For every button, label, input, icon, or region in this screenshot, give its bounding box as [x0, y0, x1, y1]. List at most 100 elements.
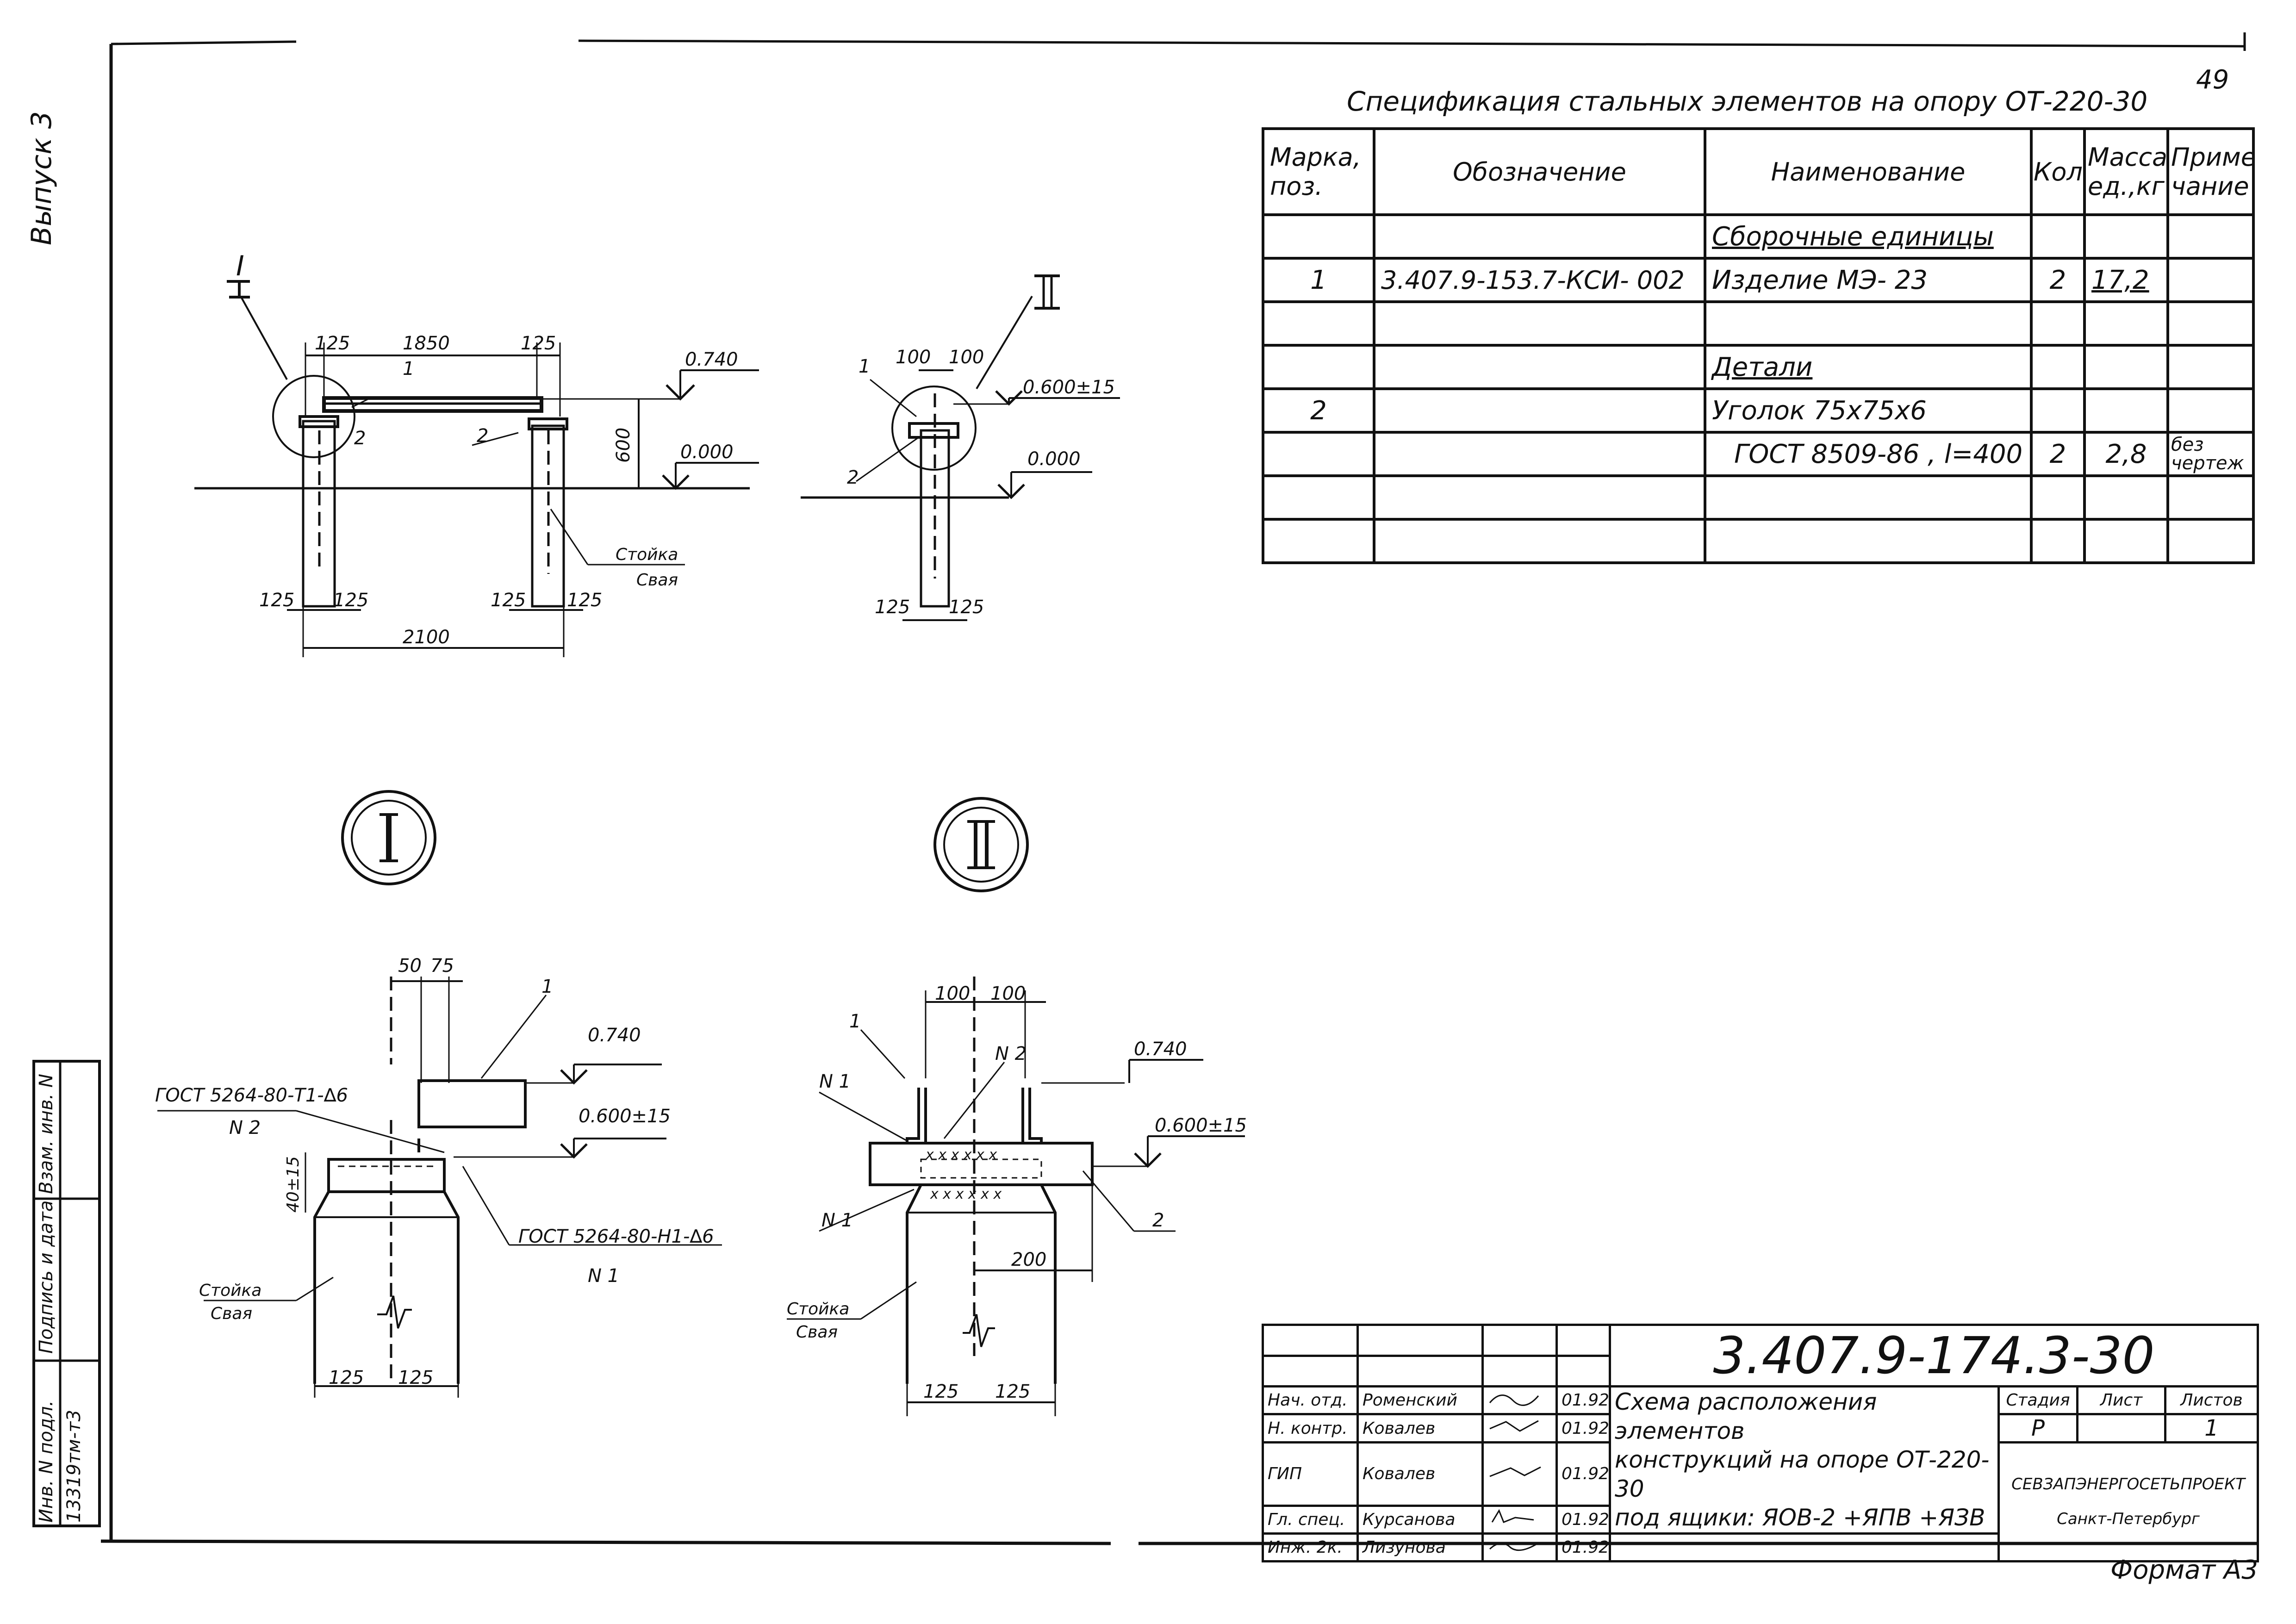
tb-row: 3.407.9-174.3-30 — [1262, 1324, 2259, 1388]
signature — [1481, 1385, 1558, 1415]
tb-row: Нач. отд. Роменский 01.92 Схема располож… — [1262, 1385, 2259, 1535]
spec-cell-name — [1704, 474, 2033, 521]
detail-1-gap: 40±15 — [284, 1156, 303, 1213]
spec-cell-qty — [2030, 300, 2086, 347]
spec-cell-qty — [2030, 518, 2086, 564]
detail-2-dim-125a: 125 — [923, 1381, 958, 1402]
spec-title: Спецификация стальных элементов на опору… — [1347, 86, 2148, 117]
spec-cell-pos: 2 — [1262, 387, 1375, 434]
title-block: 3.407.9-174.3-30 Нач. отд. Роменский 01.… — [1262, 1324, 2259, 1562]
view-1-post-label: Стойка — [616, 545, 678, 564]
tb-row: Н. контр. Ковалев 01.92 Р 1 — [1262, 1413, 2259, 1444]
doc-code: 3.407.9-174.3-30 — [1609, 1324, 2259, 1388]
view-1-label: I — [236, 250, 244, 282]
spec-cell-code — [1373, 300, 1706, 347]
detail-1-drawing — [157, 977, 722, 1398]
table-row: 1 3.407.9-153.7-КСИ- 002 Изделие МЭ- 23 … — [1262, 257, 2255, 303]
spec-cell-note — [2166, 213, 2255, 260]
spec-cell-note — [2166, 474, 2255, 521]
spec-cell-code — [1373, 518, 1706, 564]
table-row: Детали — [1262, 344, 2255, 390]
table-row: Сборочные единицы — [1262, 213, 2255, 260]
view-2-dim-100b: 100 — [949, 347, 984, 368]
table-row — [1262, 518, 2255, 564]
tb-title: Схема расположения элементов конструкций… — [1609, 1385, 2000, 1535]
view-1-dim-br-2: 125 — [567, 590, 602, 611]
detail-2-dim-100a: 100 — [935, 983, 970, 1004]
view-1-pos-2b: 2 — [477, 425, 488, 447]
view-1-height: 600 — [613, 428, 634, 463]
weld-marks-bottom: x x x x x x — [930, 1186, 1002, 1202]
spec-cell-qty — [2030, 474, 2086, 521]
tb-role: ГИП — [1262, 1441, 1359, 1507]
spec-header-note: Приме чание — [2166, 127, 2255, 216]
detail-2-elev-1: 0.740 — [1134, 1039, 1187, 1060]
tb-date: 01.92 — [1556, 1441, 1611, 1507]
view-1-pile-label: Свая — [636, 571, 678, 590]
tb-org: СЕВЗАПЭНЕРГОСЕТЬПРОЕКТ — [2011, 1475, 2245, 1493]
spec-cell-code: 3.407.9-153.7-КСИ- 002 — [1373, 257, 1706, 303]
tb-title-line-1: Схема расположения элементов — [1615, 1388, 1877, 1444]
detail-2-n1-top: N 1 — [819, 1071, 851, 1092]
detail-1-dim-125a: 125 — [329, 1367, 364, 1388]
spec-cell-mass — [2083, 518, 2169, 564]
tb-stage: Р — [1997, 1413, 2078, 1444]
spec-header-name: Наименование — [1704, 127, 2033, 216]
detail-2-post-label: Стойка — [787, 1300, 849, 1319]
spec-cell-note — [2166, 344, 2255, 390]
spec-header-pos: Марка, поз. — [1262, 127, 1375, 216]
signature — [1481, 1504, 1558, 1535]
detail-2-dim-200: 200 — [1011, 1249, 1046, 1270]
spec-cell-name — [1704, 300, 2033, 347]
spec-cell-name: ГОСТ 8509-86 , l=400 — [1704, 431, 2033, 477]
view-2-dim-125a: 125 — [875, 597, 910, 618]
detail-1-pile-label: Свая — [211, 1304, 252, 1323]
spec-cell-pos — [1262, 518, 1375, 564]
spec-header-row: Марка, поз. Обозначение Наименование Кол… — [1262, 127, 2255, 216]
signature — [1481, 1413, 1558, 1444]
table-row: ГОСТ 8509-86 , l=400 2 2,8 без чертеж — [1262, 431, 2255, 477]
tb-date: 01.92 — [1556, 1504, 1611, 1535]
view-1-dim-bl-1: 125 — [259, 590, 294, 611]
view-2-elev-top: 0.600±15 — [1023, 377, 1115, 398]
table-row — [1262, 474, 2255, 521]
spec-cell-mass: 17,2 — [2083, 257, 2169, 303]
view-1-elevation — [194, 280, 759, 657]
tb-role: Гл. спец. — [1262, 1504, 1359, 1535]
tb-person: Ковалев — [1356, 1441, 1484, 1507]
detail-2-elev-2: 0.600±15 — [1155, 1115, 1247, 1136]
view-1-dim-125b: 125 — [521, 333, 556, 354]
spec-cell-name: Сборочные единицы — [1704, 213, 2033, 260]
spec-cell-mass — [2083, 474, 2169, 521]
spec-cell-qty: 2 — [2030, 431, 2086, 477]
spec-cell-name: Уголок 75x75x6 — [1704, 387, 2033, 434]
tb-person: Лизунова — [1356, 1532, 1484, 1562]
view-1-dim-bl-2: 125 — [333, 590, 368, 611]
detail-1-elev-1: 0.740 — [588, 1025, 641, 1046]
spec-cell-code — [1373, 213, 1706, 260]
spec-cell-pos — [1262, 300, 1375, 347]
spec-cell-pos — [1262, 213, 1375, 260]
view-1-elev-ground: 0.000 — [680, 442, 734, 463]
detail-2-n2: N 2 — [995, 1043, 1027, 1064]
tb-sheet-label: Лист — [2076, 1385, 2166, 1415]
spec-cell-mass: 2,8 — [2083, 431, 2169, 477]
view-2-elev-ground: 0.000 — [1027, 448, 1081, 470]
spec-cell-mass — [2083, 213, 2169, 260]
tb-role: Н. контр. — [1262, 1413, 1359, 1444]
spec-cell-code — [1373, 431, 1706, 477]
detail-2-pos-1: 1 — [849, 1011, 861, 1032]
spec-cell-code — [1373, 387, 1706, 434]
table-row — [1262, 300, 2255, 347]
spec-cell-name — [1704, 518, 2033, 564]
spec-cell-note — [2166, 518, 2255, 564]
tb-sheets: 1 — [2164, 1413, 2259, 1444]
spec-cell-pos: 1 — [1262, 257, 1375, 303]
detail-2-dim-100b: 100 — [990, 983, 1026, 1004]
spec-cell-qty: 2 — [2030, 257, 2086, 303]
tb-row: Гл. спец. Курсанова 01.92 — [1262, 1504, 2258, 1535]
strip-sign-label: Подпись и дата — [36, 1200, 57, 1354]
detail-1-dim-50: 50 — [398, 955, 422, 977]
spec-cell-note: без чертеж — [2166, 431, 2255, 477]
